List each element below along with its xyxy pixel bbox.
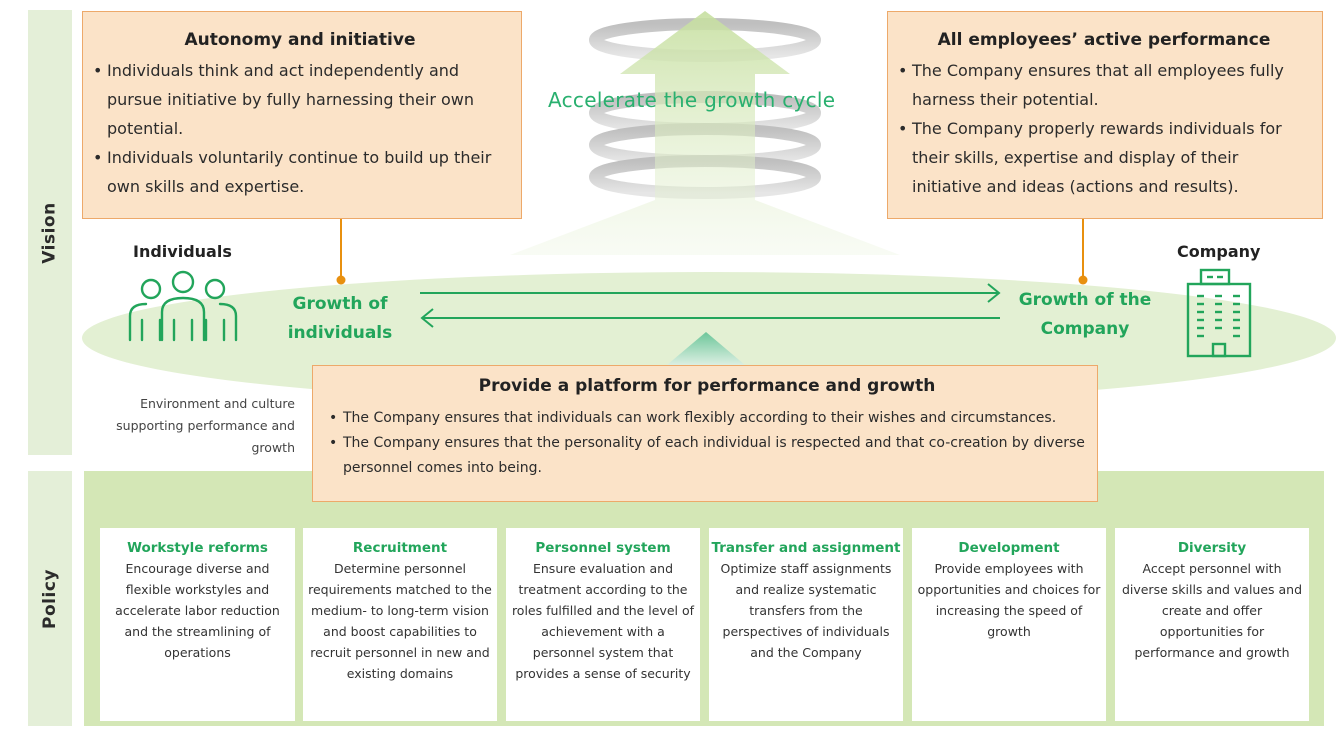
- autonomy-bullet: Individuals voluntarily continue to buil…: [93, 143, 507, 201]
- policy-card-diversity: Diversity Accept personnel with diverse …: [1115, 528, 1309, 721]
- platform-bullet: The Company ensures that the personality…: [329, 431, 1085, 481]
- growth-exchange-arrows: [420, 283, 1001, 328]
- connector-right: [1078, 219, 1088, 285]
- policy-card-body: Encourage diverse and flexible workstyle…: [115, 561, 280, 660]
- people-group-icon: [128, 270, 238, 342]
- policy-card-body: Optimize staff assignments and realize s…: [720, 561, 892, 660]
- autonomy-bullet: Individuals think and act independently …: [93, 56, 507, 143]
- policy-card-transfer: Transfer and assignment Optimize staff a…: [709, 528, 903, 721]
- environment-culture-label: Environment and culture supporting perfo…: [116, 396, 295, 455]
- platform-up-arrow: [667, 332, 745, 365]
- policy-card-body: Ensure evaluation and treatment accordin…: [511, 561, 695, 681]
- office-building-icon: [1186, 268, 1252, 358]
- platform-box: Provide a platform for performance and g…: [312, 365, 1098, 502]
- connector-left: [336, 219, 346, 285]
- employees-bullet: The Company properly rewards individuals…: [898, 114, 1310, 201]
- policy-section-label: Policy: [28, 471, 72, 726]
- accelerate-label: Accelerate the growth cycle: [548, 88, 836, 112]
- policy-card-title: Development: [958, 540, 1060, 556]
- platform-title: Provide a platform for performance and g…: [478, 376, 936, 396]
- policy-card-personnel-system: Personnel system Ensure evaluation and t…: [506, 528, 700, 721]
- autonomy-box: Autonomy and initiative Individuals thin…: [82, 11, 522, 219]
- autonomy-title: Autonomy and initiative: [184, 30, 416, 50]
- policy-card-title: Recruitment: [352, 540, 448, 556]
- policy-card-title: Workstyle reforms: [127, 540, 268, 556]
- growth-of-company-label: Growth of the Company: [1018, 290, 1152, 339]
- individuals-label: Individuals: [133, 242, 232, 261]
- employees-bullet: The Company ensures that all employees f…: [898, 56, 1310, 114]
- platform-bullet: The Company ensures that individuals can…: [329, 406, 1085, 431]
- policy-card-development: Development Provide employees with oppor…: [912, 528, 1106, 721]
- company-label: Company: [1177, 242, 1261, 261]
- growth-of-individuals-label: Growth of individuals: [287, 294, 393, 343]
- policy-card-title: Transfer and assignment: [711, 540, 901, 556]
- growth-up-arrow: [510, 11, 900, 255]
- policy-card-recruitment: Recruitment Determine personnel requirem…: [303, 528, 497, 721]
- policy-card-workstyle: Workstyle reforms Encourage diverse and …: [100, 528, 295, 721]
- policy-card-body: Determine personnel requirements matched…: [308, 561, 492, 681]
- policy-card-body: Accept personnel with diverse skills and…: [1121, 561, 1303, 660]
- policy-card-title: Diversity: [1177, 540, 1247, 556]
- policy-card-body: Provide employees with opportunities and…: [917, 561, 1101, 639]
- employees-box: All employees’ active performance The Co…: [887, 11, 1323, 219]
- policy-card-title: Personnel system: [535, 540, 671, 556]
- vision-section-label: Vision: [28, 10, 72, 455]
- employees-title: All employees’ active performance: [937, 30, 1271, 50]
